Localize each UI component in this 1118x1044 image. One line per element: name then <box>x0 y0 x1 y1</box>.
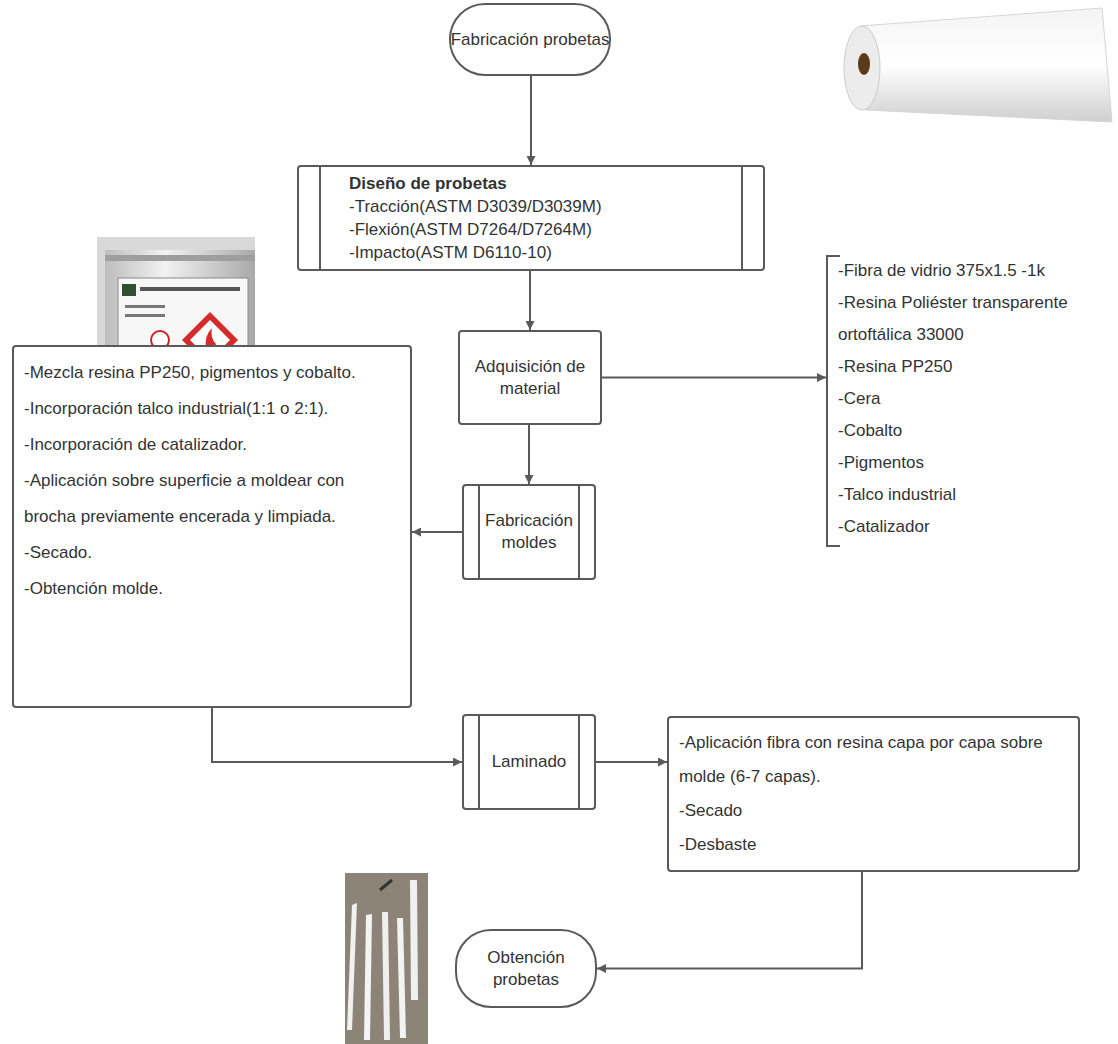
bracket-line <box>826 255 828 547</box>
start-terminal: Fabricación probetas <box>449 3 611 76</box>
box-text: -Flexión(ASTM D7264/D7264M) <box>349 218 592 241</box>
specimen-strip <box>347 903 357 1030</box>
specimen-strip <box>382 912 390 1040</box>
box-text: -Resina PP250 <box>838 351 952 383</box>
node-content: -Fibra de vidrio 375x1.5 -1k-Resina Poli… <box>826 255 1114 547</box>
box-text: -Pigmentos <box>838 447 924 479</box>
roll-core <box>858 53 870 75</box>
subprocess-line <box>578 716 580 808</box>
flow-arrow <box>212 708 462 762</box>
box-text: -Catalizador <box>838 511 930 543</box>
box-text: -Talco industrial <box>838 479 956 511</box>
steps-box: -Aplicación fibra con resina capa por ca… <box>667 716 1080 872</box>
roll-end <box>844 26 880 110</box>
node-content: Laminado <box>464 716 594 808</box>
steps-box: -Mezcla resina PP250, pigmentos y cobalt… <box>12 345 412 708</box>
box-text: -Desbaste <box>679 828 756 862</box>
box-text: Obtención probetas <box>473 947 579 991</box>
flow-arrow <box>597 872 862 969</box>
box-text: -Tracción(ASTM D3039/D3039M) <box>349 195 602 218</box>
bracket-list: -Fibra de vidrio 375x1.5 -1k-Resina Poli… <box>826 255 1114 547</box>
subprocess-line <box>319 167 321 269</box>
box-text: -Incorporación de catalizador. <box>24 427 247 463</box>
flow-arrow <box>528 425 530 484</box>
bracket-tick <box>826 545 840 547</box>
box-text: -Cobalto <box>838 415 902 447</box>
specimen-strip <box>410 880 418 1000</box>
bracket-tick <box>826 255 840 257</box>
subprocess-box: Laminado <box>462 714 596 810</box>
flow-arrow <box>596 761 667 763</box>
node-content: Diseño de probetas-Tracción(ASTM D3039/D… <box>299 167 763 269</box>
box-text: -Aplicación fibra con resina capa por ca… <box>679 726 1068 794</box>
box-text: -Secado <box>679 794 742 828</box>
node-content: Obtención probetas <box>457 931 595 1006</box>
marker-pen <box>380 880 392 890</box>
node-content: Adquisición de material <box>460 332 600 423</box>
process-box: Adquisición de material <box>458 330 602 425</box>
subprocess-box: Diseño de probetas-Tracción(ASTM D3039/D… <box>297 165 765 271</box>
flow-arrow <box>530 76 532 165</box>
specimens-photo <box>345 873 428 1044</box>
subprocess-line <box>741 167 743 269</box>
box-text: Fabricación probetas <box>451 29 610 51</box>
box-text: -Impacto(ASTM D6110-10) <box>349 241 552 264</box>
specimen-strip <box>364 914 372 1040</box>
photo-ground <box>345 873 428 1044</box>
box-text: Fabricación moldes <box>484 510 574 554</box>
flow-arrow <box>529 271 531 330</box>
label-line <box>125 314 165 317</box>
subprocess-line <box>478 716 480 808</box>
label-line <box>140 287 240 291</box>
node-content: Fabricación probetas <box>451 5 609 74</box>
box-text: -Obtención molde. <box>24 571 163 607</box>
subprocess-box: Fabricación moldes <box>462 484 596 580</box>
specimen-strip <box>397 918 406 1038</box>
drum-rim <box>105 255 255 261</box>
box-text: -Fibra de vidrio 375x1.5 -1k <box>838 255 1045 287</box>
box-text: -Aplicación sobre superficie a moldear c… <box>24 463 400 535</box>
box-text: Adquisición de material <box>470 356 590 400</box>
node-content: -Aplicación fibra con resina capa por ca… <box>669 718 1078 870</box>
box-text: -Cera <box>838 383 881 415</box>
box-text: Laminado <box>492 751 567 773</box>
roll-body <box>860 8 1112 122</box>
flow-arrow <box>602 377 826 379</box>
fiber-roll-photo <box>844 8 1112 122</box>
box-text: -Secado. <box>24 535 92 571</box>
subprocess-line <box>578 486 580 578</box>
flow-arrow <box>412 531 462 533</box>
node-content: Fabricación moldes <box>464 486 594 578</box>
subprocess-line <box>478 486 480 578</box>
label-line <box>125 305 165 308</box>
box-text: -Incorporación talco industrial(1:1 o 2:… <box>24 391 328 427</box>
box-text: -Mezcla resina PP250, pigmentos y cobalt… <box>24 355 356 391</box>
end-terminal: Obtención probetas <box>455 929 597 1008</box>
node-content: -Mezcla resina PP250, pigmentos y cobalt… <box>14 347 410 706</box>
box-heading: Diseño de probetas <box>349 172 507 195</box>
label-logo <box>122 284 136 296</box>
box-text: -Resina Poliéster transparente ortoftáli… <box>838 287 1110 351</box>
